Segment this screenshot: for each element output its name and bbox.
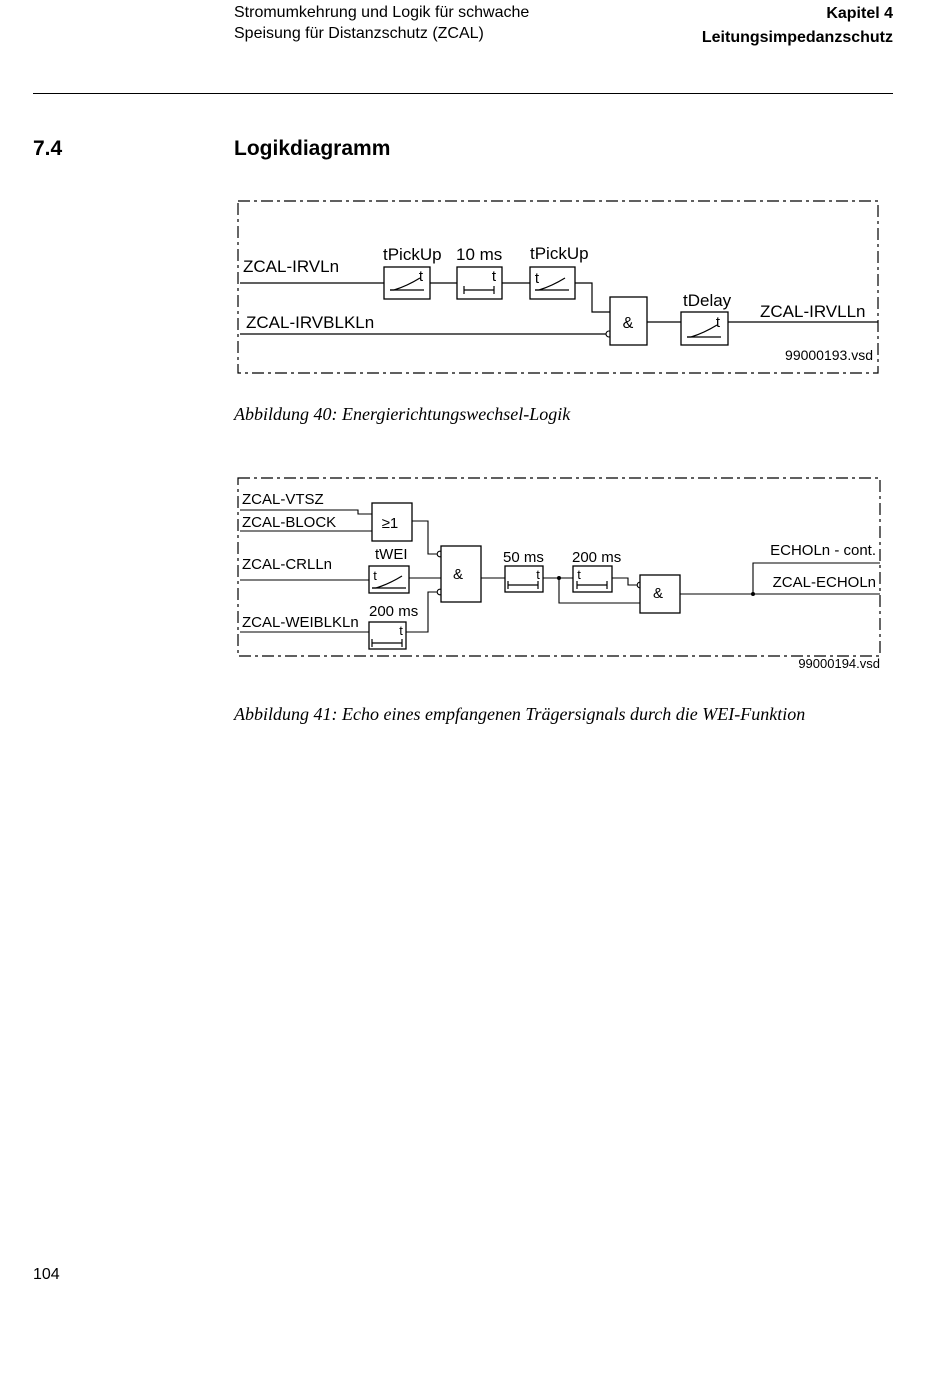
chapter-label: Kapitel 4 [826,5,893,22]
running-header-left: Stromumkehrung und Logik für schwache Sp… [234,2,529,44]
timer-tpickup-1-label: tPickUp [383,245,442,264]
figure-40: ZCAL-IRVLn ZCAL-IRVBLKLn t tPickUp t 10 … [237,200,879,374]
figure-41: ZCAL-VTSZ ZCAL-BLOCK ZCAL-CRLLn ZCAL-WEI… [237,477,881,671]
figure-41-wires [240,509,880,633]
junction-dot [751,592,755,596]
and-gate-1-symbol: & [453,566,463,583]
signal-crll: ZCAL-CRLLn [242,556,332,573]
section-title: Logikdiagramm [234,137,391,160]
figure-41-frame [237,477,881,657]
header-left-line2: Speisung für Distanzschutz (ZCAL) [234,25,484,42]
and-gate-2-symbol: & [653,585,663,602]
figure-40-frame [237,200,879,374]
timer-symbol: t [716,314,721,331]
and-gate-2 [639,574,681,614]
timer-symbol: t [373,568,377,583]
timer-tdelay-label: tDelay [683,291,732,310]
figure-40-caption: Abbildung 40: Energierichtungswechsel-Lo… [234,404,571,424]
timer-tpickup-2-label: tPickUp [530,244,589,263]
timer-symbol: t [535,270,540,287]
timer-symbol: t [492,268,497,285]
signal-irvl: ZCAL-IRVLn [243,257,339,276]
signal-vtsz: ZCAL-VTSZ [242,491,324,508]
junction-dot [557,576,561,580]
timer-200ms-weiblk [368,621,407,650]
running-header-right: Kapitel 4 Leitungsimpedanzschutz [702,2,893,50]
and-gate [609,296,648,346]
or-gate [371,502,413,542]
output-echol-cont: ECHOLn - cont. [770,542,876,559]
signal-block: ZCAL-BLOCK [242,514,336,531]
signal-weiblkl: ZCAL-WEIBLKLn [242,614,359,631]
timer-200ms-label: 200 ms [572,549,621,566]
figure-41-caption: Abbildung 41: Echo eines empfangenen Trä… [234,704,806,724]
and-gate-1 [440,545,482,603]
timer-10ms-label: 10 ms [456,245,502,264]
timer-tpickup-1 [383,266,431,300]
figure-40-wires [240,282,878,335]
timer-symbol: t [536,567,540,582]
header-rule [33,93,893,94]
file-reference: 99000193.vsd [785,347,873,363]
and-gate-symbol: & [623,315,634,332]
timer-twei-label: tWEI [375,546,408,563]
page-number: 104 [33,1266,60,1283]
timer-tdelay [680,311,729,346]
file-reference: 99000194.vsd [798,656,880,671]
or-gate-symbol: ≥1 [382,515,399,532]
timer-200ms [572,565,613,593]
signal-irvblkl: ZCAL-IRVBLKLn [246,313,374,332]
header-left-line1: Stromumkehrung und Logik für schwache [234,4,530,21]
timer-200ms-weiblk-label: 200 ms [369,603,418,620]
output-echol: ZCAL-ECHOLn [773,574,876,591]
timer-50ms-label: 50 ms [503,549,544,566]
section-number: 7.4 [33,137,63,160]
output-irvll: ZCAL-IRVLLn [760,302,866,321]
timer-symbol: t [419,268,424,285]
timer-symbol: t [399,623,403,638]
chapter-title: Leitungsimpedanzschutz [701,29,893,46]
timer-50ms [504,565,544,593]
timer-tpickup-2 [529,266,576,300]
timer-symbol: t [577,567,581,582]
